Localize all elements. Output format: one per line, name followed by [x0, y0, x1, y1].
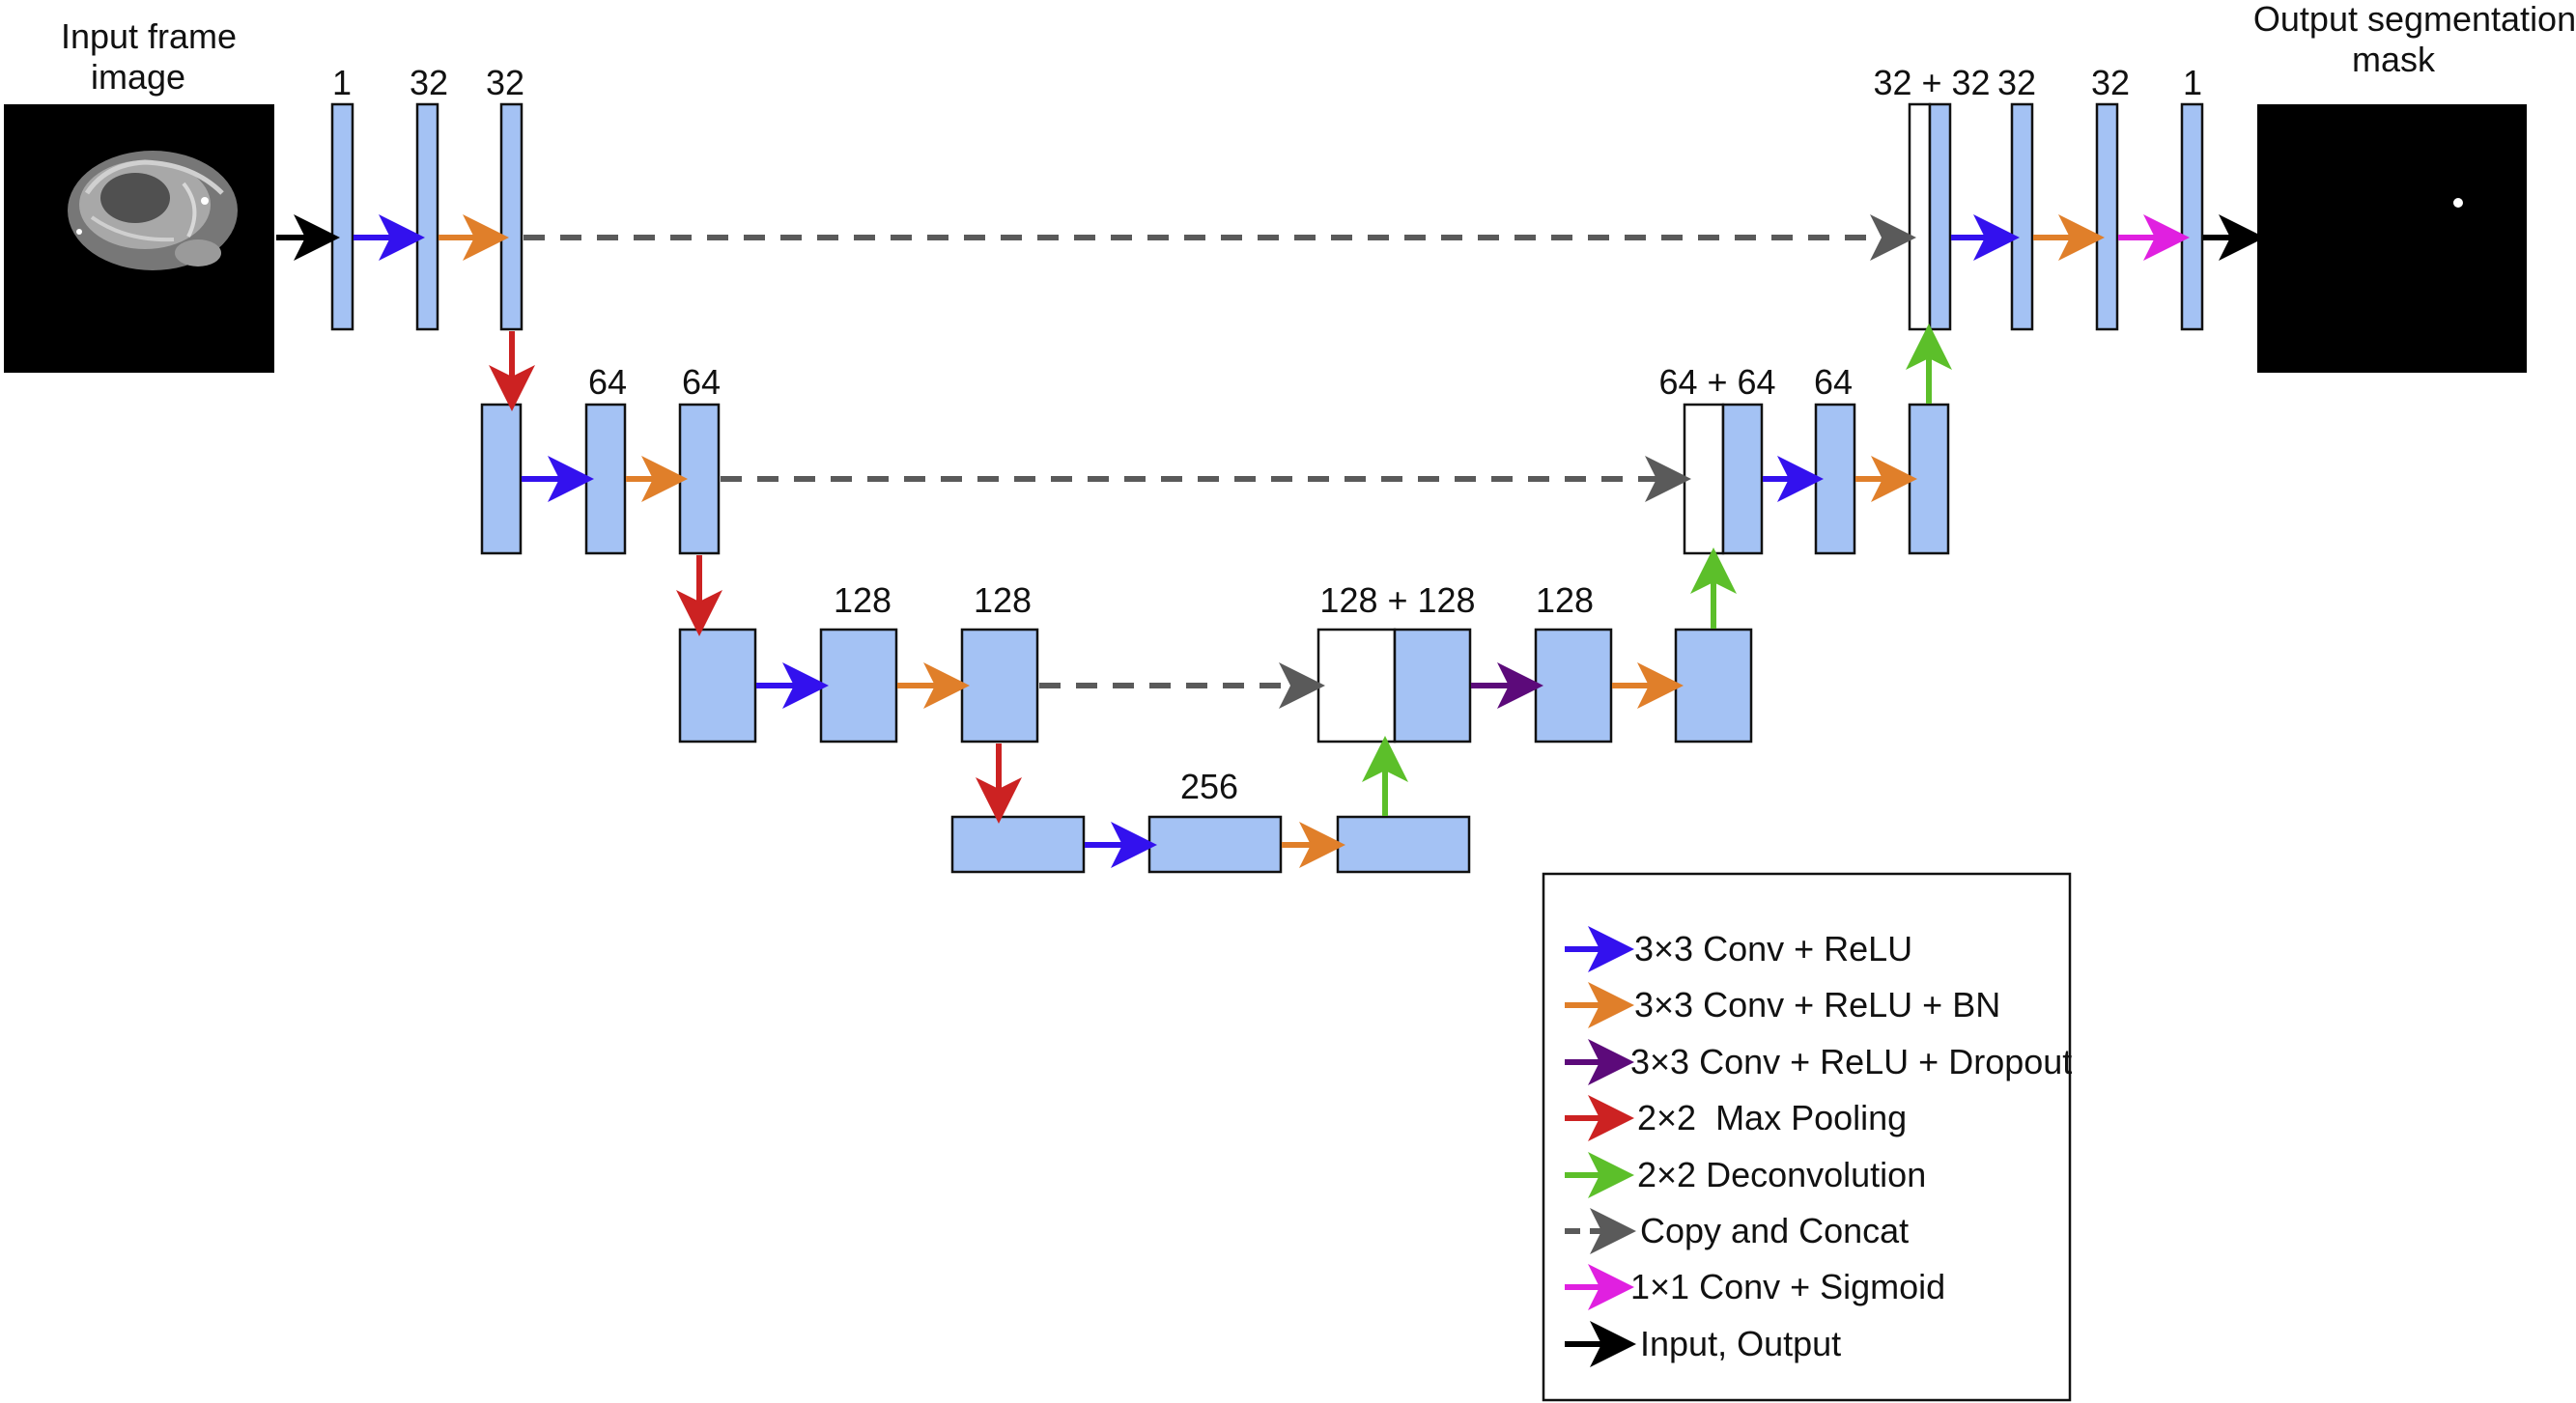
dec3-block-2	[1534, 628, 1613, 744]
enc1-label-1: 1	[332, 63, 352, 102]
dec3-label-1: 128 + 128	[1319, 580, 1475, 620]
enc3-label-1: 128	[834, 580, 892, 620]
output-segmentation-mask	[2257, 104, 2527, 373]
legend-label-conv-sigmoid: 1×1 Conv + Sigmoid	[1630, 1267, 1945, 1306]
legend-label-input-output: Input, Output	[1640, 1324, 1841, 1363]
dec1-label-4: 1	[2183, 63, 2202, 102]
dec1-concat-block	[1928, 102, 1952, 331]
dec1-copied-block	[1908, 102, 1932, 331]
dec3-label-2: 128	[1536, 580, 1594, 620]
legend-label-conv-relu: 3×3 Conv + ReLU	[1634, 929, 1912, 968]
enc1-label-2: 32	[410, 63, 448, 102]
enc1-block-1	[330, 102, 354, 331]
enc3-label-2: 128	[974, 580, 1032, 620]
enc2-block-2	[584, 403, 627, 555]
dec2-concat-block	[1721, 403, 1764, 555]
output-title-line1: Output segmentation	[2253, 0, 2576, 39]
dec1-block-4	[2180, 102, 2204, 331]
enc2-label-1: 64	[588, 362, 627, 402]
dec3-block-3	[1674, 628, 1753, 744]
enc3-block-3	[960, 628, 1039, 744]
bottleneck-block-1	[950, 815, 1086, 874]
legend-label-deconv: 2×2 Deconvolution	[1637, 1155, 1926, 1194]
enc2-block-3	[678, 403, 721, 555]
legend-label-conv-relu-bn: 3×3 Conv + ReLU + BN	[1634, 985, 2000, 1024]
bottleneck-label: 256	[1180, 767, 1238, 806]
output-title-line2: mask	[2352, 40, 2436, 79]
dec1-block-2	[2010, 102, 2034, 331]
dec1-label-1: 32 + 32	[1873, 63, 1990, 102]
dec2-copied-block	[1683, 403, 1725, 555]
dec2-label-2: 64	[1814, 362, 1853, 402]
legend-label-conv-relu-dropout: 3×3 Conv + ReLU + Dropout	[1630, 1042, 2072, 1081]
input-frame-image	[4, 104, 274, 373]
enc2-block-1	[480, 403, 523, 555]
enc1-block-2	[415, 102, 439, 331]
dec3-concat-block	[1393, 628, 1472, 744]
legend: 3×3 Conv + ReLU 3×3 Conv + ReLU + BN 3×3…	[1542, 872, 2072, 1402]
dec2-label-1: 64 + 64	[1658, 362, 1775, 402]
legend-label-max-pool: 2×2 Max Pooling	[1637, 1098, 1907, 1137]
dec2-block-2	[1814, 403, 1856, 555]
input-title-line1: Input frame	[61, 16, 237, 56]
legend-label-copy-concat: Copy and Concat	[1640, 1211, 1909, 1250]
dec1-label-2: 32	[1997, 63, 2036, 102]
bottleneck-block-3	[1336, 815, 1471, 874]
dec3-copied-block	[1316, 628, 1397, 744]
bottleneck-block-2	[1147, 815, 1283, 874]
enc2-label-2: 64	[682, 362, 721, 402]
dec1-label-3: 32	[2091, 63, 2130, 102]
enc1-label-3: 32	[486, 63, 524, 102]
enc3-block-1	[678, 628, 757, 744]
input-title-line2: image	[91, 57, 185, 97]
dec1-block-3	[2095, 102, 2119, 331]
enc1-block-3	[499, 102, 524, 331]
dec2-block-3	[1908, 403, 1950, 555]
enc3-block-2	[819, 628, 898, 744]
